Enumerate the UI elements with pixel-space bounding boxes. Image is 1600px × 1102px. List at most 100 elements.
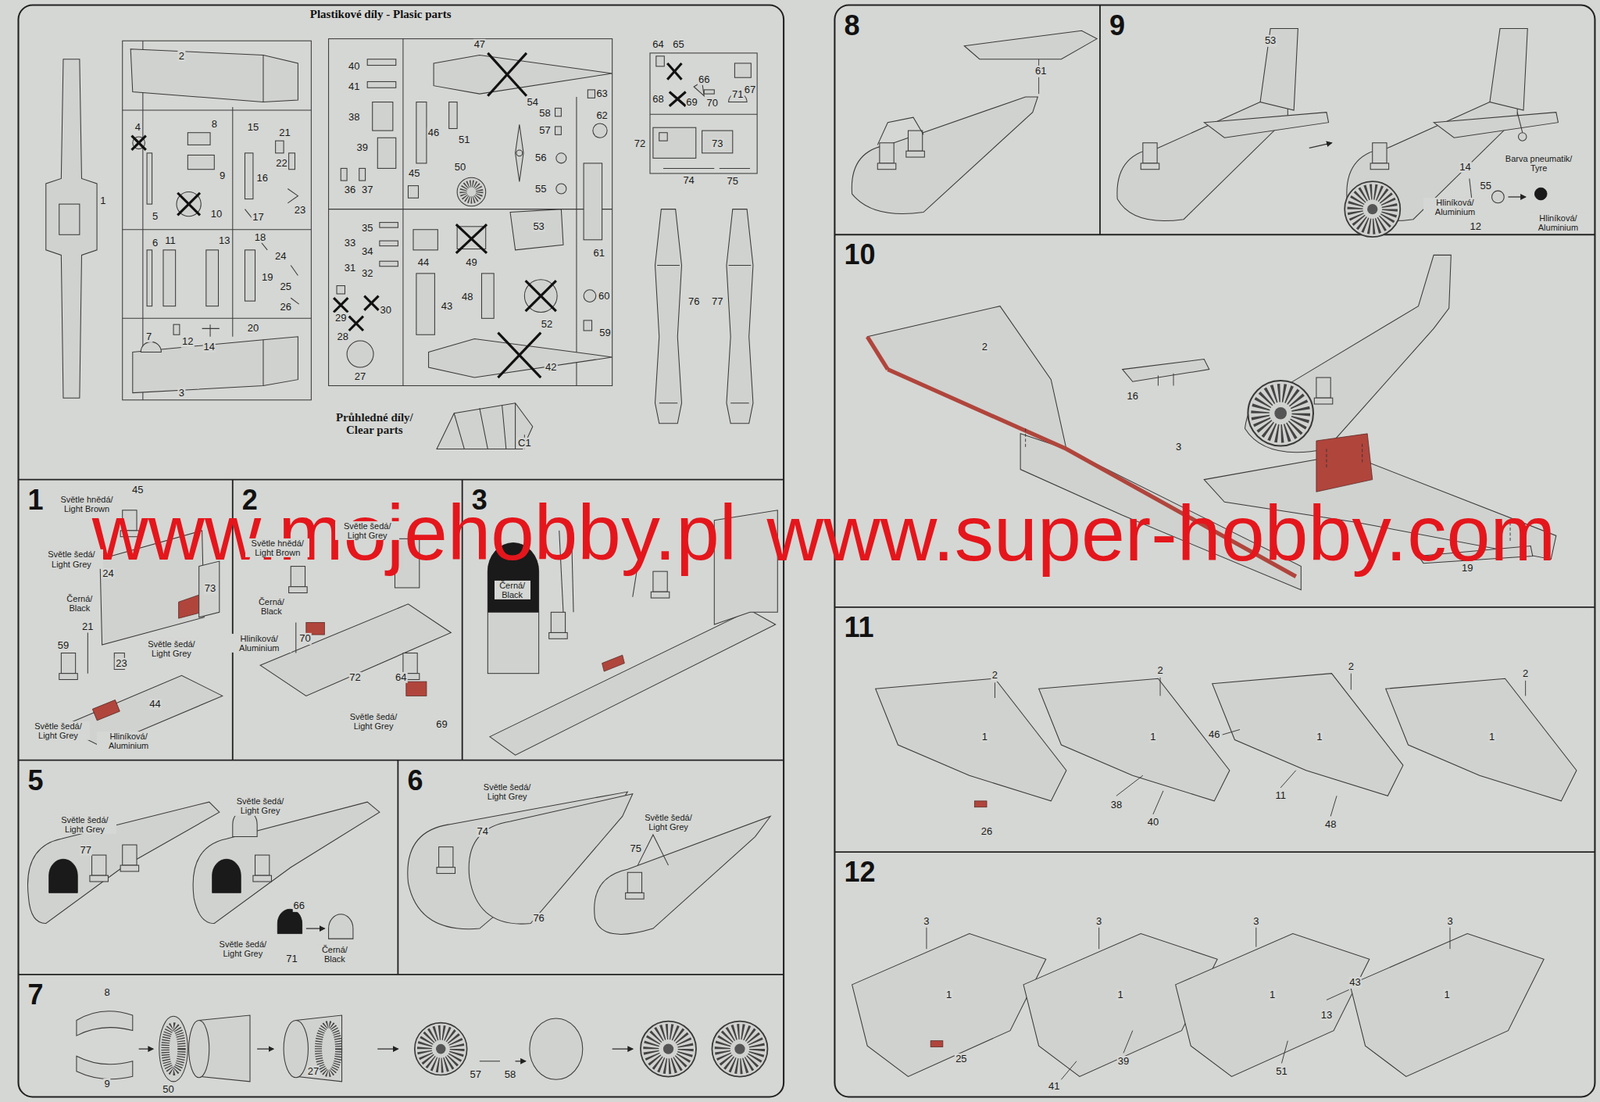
- drawing-line: [1361, 443, 1363, 465]
- drawing-line: [1222, 728, 1240, 735]
- step11-drawing: [875, 673, 1577, 817]
- drawing-line: [1099, 5, 1101, 236]
- part-number: 53: [1264, 35, 1277, 47]
- color-callout: Černá/ Black: [494, 580, 531, 600]
- drawing-rect: [367, 81, 397, 88]
- drawing-path: [49, 858, 79, 893]
- drawing-rect: [656, 56, 665, 67]
- drawing-use: [436, 846, 456, 874]
- drawing-line: [1157, 375, 1159, 386]
- step6-drawing: [407, 791, 771, 934]
- drawing-polygon: [1122, 359, 1210, 383]
- step9-drawing: [1117, 28, 1559, 238]
- part-number: 19: [260, 271, 274, 283]
- part-number: 2: [1156, 664, 1164, 676]
- drawing-ellipse: [318, 1024, 340, 1074]
- step-panel: 3: [462, 479, 784, 761]
- part-number: 25: [954, 1053, 968, 1065]
- drawing-rect: [650, 53, 758, 174]
- drawing-line: [262, 339, 264, 386]
- drawing-path: [877, 117, 924, 145]
- drawing-path: [277, 908, 302, 933]
- drawing-line: [525, 280, 557, 311]
- drawing-line: [834, 606, 1595, 608]
- step-number: 10: [843, 240, 875, 269]
- part-number: 2: [178, 50, 186, 62]
- drawing-line: [1325, 448, 1327, 469]
- drawing-path: [453, 403, 515, 450]
- drawing-line: [18, 973, 785, 975]
- drawing-polygon: [964, 30, 1097, 60]
- canopy: [436, 403, 533, 450]
- part-number: 61: [592, 247, 605, 259]
- drawing-rect: [379, 260, 399, 267]
- drawing-line: [834, 233, 1595, 236]
- drawing-line: [1350, 673, 1352, 690]
- drawing-line: [1060, 1060, 1077, 1080]
- drawing-use: [89, 854, 109, 882]
- color-callout: Světle šedá/ Light Grey: [210, 939, 275, 958]
- drawing-path: [192, 801, 380, 923]
- drawing-polygon: [132, 336, 299, 393]
- part-number: 1: [1315, 730, 1323, 742]
- part-number: 64: [651, 39, 665, 50]
- drawing-use: [625, 871, 645, 899]
- part-number: 3: [1095, 915, 1103, 927]
- drawing-line: [122, 317, 312, 319]
- drawing-line: [122, 228, 312, 230]
- drawing-line: [719, 167, 750, 169]
- part-number: 9: [103, 1077, 111, 1089]
- drawing-rect: [379, 222, 399, 229]
- drawing-line: [650, 114, 758, 115]
- part-number: 37: [360, 184, 374, 196]
- part-number: 8: [103, 986, 111, 998]
- drawing-circle: [556, 153, 567, 164]
- part-number: 66: [697, 74, 711, 86]
- drawing-line: [994, 682, 996, 698]
- part-number: 2: [991, 669, 999, 681]
- part-number: 2: [981, 341, 989, 353]
- drawing-rect: [653, 127, 697, 158]
- part-number: 27: [353, 371, 367, 383]
- drawing-ellipse: [283, 1020, 308, 1078]
- drawing-line: [487, 53, 527, 97]
- part-number: 1: [1149, 730, 1157, 742]
- step-panel: 12: [834, 851, 1595, 1097]
- part-number: 72: [633, 138, 647, 150]
- drawing-polyline: [867, 336, 888, 370]
- step-panel: 8: [834, 5, 1100, 236]
- drawing-path: [655, 209, 683, 424]
- drawing-line: [456, 224, 487, 254]
- drawing-rect: [367, 59, 397, 66]
- part-number: 74: [476, 825, 490, 837]
- part-number: 1: [1268, 989, 1276, 1000]
- drawing-use: [1212, 673, 1404, 797]
- drawing-line: [669, 92, 686, 107]
- fuselage-halves: [655, 209, 754, 424]
- drawing-circle: [457, 177, 486, 207]
- drawing-rect: [555, 126, 562, 135]
- drawing-line: [232, 107, 233, 337]
- drawing-line: [177, 192, 200, 216]
- drawing-rect: [449, 102, 458, 129]
- part-number: 31: [343, 262, 357, 274]
- part-number: 58: [538, 107, 551, 119]
- part-number: 1: [1488, 730, 1496, 742]
- drawing-rect: [659, 132, 668, 141]
- drawing-line: [333, 297, 348, 312]
- drawing-line: [349, 316, 364, 331]
- part-number: 57: [538, 125, 551, 136]
- drawing-circle: [592, 123, 608, 138]
- drawing-circle: [516, 150, 523, 157]
- drawing-line: [131, 135, 146, 150]
- part-number: 9: [218, 169, 226, 181]
- part-number: 70: [705, 97, 718, 109]
- part-number: 65: [671, 39, 685, 50]
- drawing-line: [306, 927, 325, 929]
- part-number: 76: [532, 912, 545, 924]
- drawing-rect: [187, 132, 211, 146]
- drawing-path: [637, 834, 668, 865]
- drawing-line: [497, 332, 541, 378]
- part-number: 2: [1521, 667, 1529, 679]
- part-number: 60: [597, 289, 611, 301]
